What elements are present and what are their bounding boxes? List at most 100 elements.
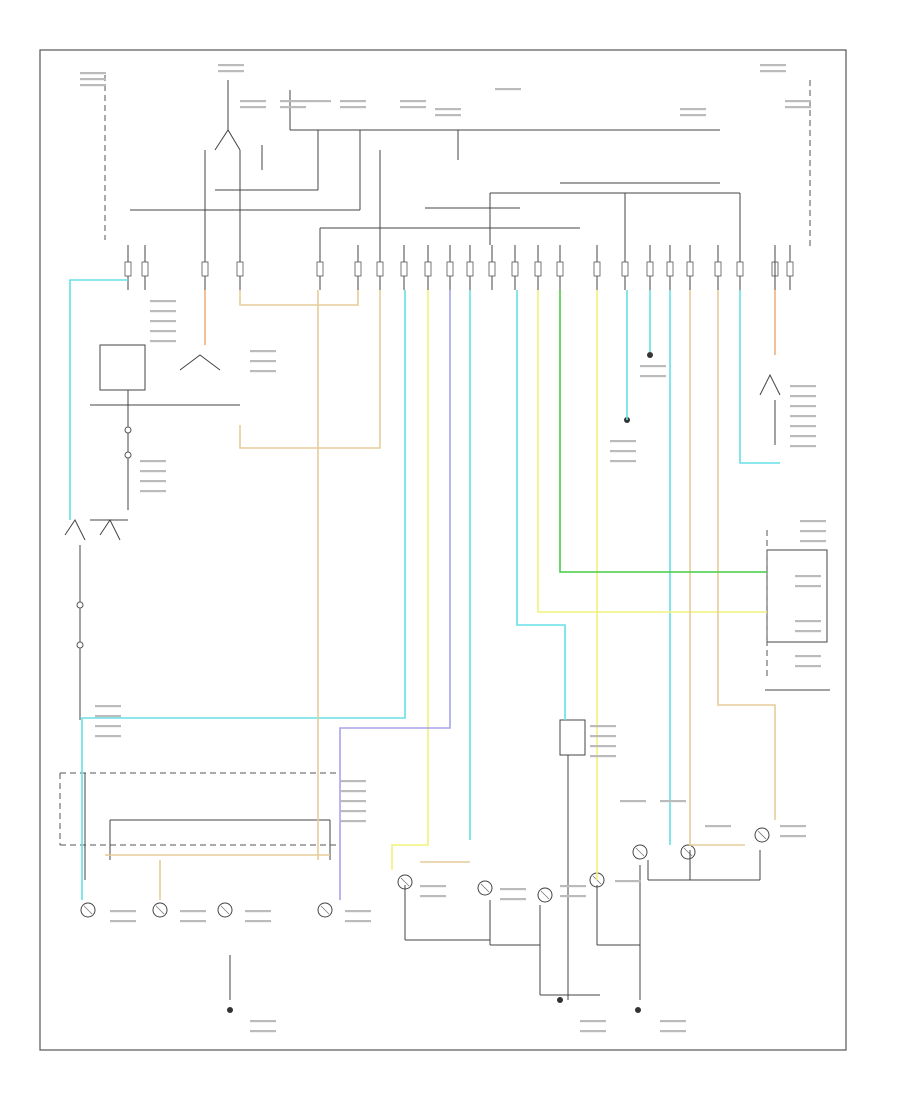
- lamp-filament: [480, 883, 490, 893]
- lamp-filament: [400, 877, 410, 887]
- label-mark: [790, 415, 816, 418]
- lamp-filament: [220, 905, 230, 915]
- connector-pin: [400, 261, 408, 277]
- wire-tan: [239, 290, 359, 306]
- ignition-switch: [204, 80, 381, 245]
- label-mark: [580, 1020, 606, 1023]
- label-mark: [400, 106, 426, 109]
- label-mark: [280, 106, 306, 109]
- label-mark: [660, 800, 686, 803]
- label-mark: [95, 735, 121, 738]
- label-mark: [795, 575, 821, 578]
- label-mark: [340, 106, 366, 109]
- label-mark: [790, 385, 816, 388]
- label-mark: [150, 330, 176, 333]
- diagram-border: [39, 49, 847, 1051]
- label-mark: [640, 365, 666, 368]
- label-mark: [680, 114, 706, 117]
- label-mark: [800, 530, 826, 533]
- label-mark: [110, 910, 136, 913]
- label-mark: [245, 920, 271, 923]
- label-mark: [620, 800, 646, 803]
- connector-pin: [236, 261, 244, 277]
- lamp-filament: [683, 847, 693, 857]
- label-mark: [800, 540, 826, 543]
- label-mark: [140, 470, 166, 473]
- wire-tan: [689, 290, 745, 846]
- label-mark: [250, 360, 276, 363]
- label-mark: [780, 825, 806, 828]
- label-mark: [218, 70, 244, 73]
- label-mark: [420, 895, 446, 898]
- connector-pin: [511, 261, 519, 277]
- connector-pin: [646, 261, 654, 277]
- wire-yellow: [391, 290, 429, 870]
- label-mark: [140, 490, 166, 493]
- label-mark: [590, 725, 616, 728]
- connector-pin: [714, 261, 722, 277]
- label-mark: [95, 725, 121, 728]
- connector-pin: [736, 261, 744, 277]
- label-mark: [795, 665, 821, 668]
- label-mark: [780, 835, 806, 838]
- bottom-module: [59, 772, 340, 880]
- label-mark: [495, 88, 521, 91]
- label-mark: [435, 108, 461, 111]
- label-mark: [660, 1030, 686, 1033]
- label-mark: [640, 375, 666, 378]
- connector-pin: [316, 261, 324, 277]
- label-mark: [705, 825, 731, 828]
- label-mark: [150, 340, 176, 343]
- label-marks: [80, 64, 826, 1033]
- connector-pin: [376, 261, 384, 277]
- connector-pin: [201, 261, 209, 277]
- wire-light-blue: [69, 279, 128, 520]
- connector-pin: [424, 261, 432, 277]
- connector-pin: [141, 261, 149, 277]
- label-mark: [340, 810, 366, 813]
- label-mark: [345, 910, 371, 913]
- label-mark: [140, 480, 166, 483]
- label-mark: [80, 78, 106, 81]
- lamp-filament: [540, 890, 550, 900]
- label-mark: [785, 100, 811, 103]
- label-mark: [110, 920, 136, 923]
- label-mark: [610, 450, 636, 453]
- connector-pin: [124, 261, 132, 277]
- label-mark: [305, 100, 331, 103]
- top-bus-bars: [130, 130, 741, 245]
- label-mark: [140, 460, 166, 463]
- label-mark: [150, 300, 176, 303]
- wire-light-blue: [739, 290, 780, 464]
- label-mark: [680, 108, 706, 111]
- connector-pin: [666, 261, 674, 277]
- label-mark: [795, 655, 821, 658]
- lamp-filament: [83, 905, 93, 915]
- lamp-group: [80, 827, 770, 918]
- label-mark: [250, 350, 276, 353]
- label-mark: [580, 1030, 606, 1033]
- label-mark: [180, 910, 206, 913]
- label-mark: [435, 114, 461, 117]
- connector-pin: [446, 261, 454, 277]
- label-mark: [95, 715, 121, 718]
- colored-wires: [69, 279, 780, 900]
- label-mark: [180, 920, 206, 923]
- label-mark: [560, 885, 586, 888]
- label-mark: [660, 1020, 686, 1023]
- label-mark: [795, 630, 821, 633]
- label-mark: [340, 790, 366, 793]
- label-mark: [240, 106, 266, 109]
- connector-pin: [786, 261, 794, 277]
- label-mark: [420, 885, 446, 888]
- label-mark: [340, 800, 366, 803]
- wire-green: [559, 290, 767, 573]
- label-mark: [340, 820, 366, 823]
- connector-pin: [488, 261, 496, 277]
- label-mark: [500, 898, 526, 901]
- label-mark: [795, 585, 821, 588]
- connector-pin: [534, 261, 542, 277]
- label-mark: [340, 100, 366, 103]
- left-components: [64, 344, 240, 720]
